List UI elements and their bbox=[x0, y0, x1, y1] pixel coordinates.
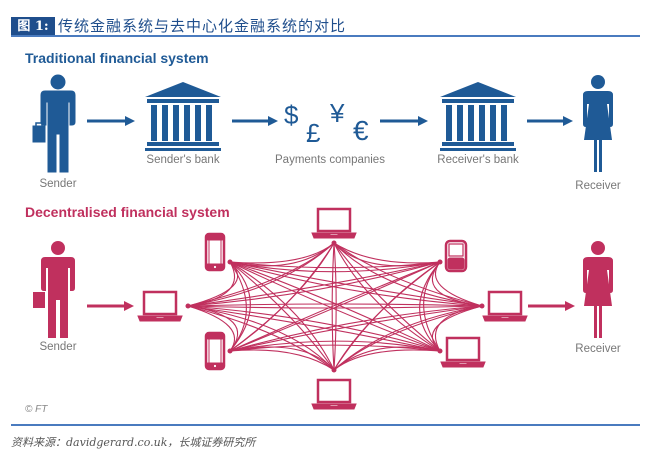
network-link bbox=[229, 346, 335, 371]
network-link bbox=[229, 340, 441, 352]
businesswoman-icon bbox=[583, 241, 613, 338]
network-link bbox=[187, 261, 441, 307]
network-link bbox=[333, 349, 441, 371]
figure-label: 图 1: bbox=[11, 17, 55, 36]
arrow-icon bbox=[527, 116, 573, 126]
network-link bbox=[435, 261, 483, 307]
pound-symbol: £ bbox=[306, 118, 321, 148]
network-node-dot bbox=[227, 348, 233, 354]
dollar-symbol: $ bbox=[284, 100, 299, 130]
network-link bbox=[423, 261, 441, 352]
network-link bbox=[229, 242, 335, 264]
network-link bbox=[229, 261, 251, 352]
copyright-note: © FT bbox=[25, 404, 48, 415]
network-node-dot bbox=[331, 240, 337, 246]
laptop-icon bbox=[481, 290, 529, 323]
network-link bbox=[229, 242, 335, 352]
decentralised-section-title: Decentralised financial system bbox=[25, 204, 230, 220]
network-link bbox=[187, 261, 441, 307]
businessman-icon bbox=[33, 241, 75, 338]
network-link bbox=[333, 242, 441, 264]
traditional-flow: $ £ ¥ € bbox=[32, 74, 613, 173]
network-link bbox=[229, 261, 335, 371]
euro-symbol: € bbox=[353, 115, 369, 146]
smartphone-icon bbox=[204, 232, 226, 272]
network-node-dot bbox=[185, 303, 191, 309]
network-link bbox=[229, 261, 441, 269]
network-devices bbox=[136, 207, 529, 411]
network-link bbox=[229, 261, 441, 352]
network-link bbox=[333, 242, 337, 371]
laptop-icon bbox=[310, 207, 358, 240]
figure-title: 传统金融系统与去中心化金融系统的对比 bbox=[58, 17, 347, 35]
network-link bbox=[333, 261, 441, 371]
network-node-dot bbox=[479, 303, 485, 309]
network-link bbox=[333, 242, 483, 307]
network-mesh bbox=[187, 242, 483, 371]
network-link bbox=[229, 261, 441, 352]
network-link bbox=[333, 305, 483, 371]
dec-receiver-label: Receiver bbox=[575, 343, 621, 355]
arrow-icon bbox=[528, 301, 575, 311]
source-note: 资料来源：davidgerard.co.uk，长城证券研究所 bbox=[11, 436, 256, 449]
network-link bbox=[187, 305, 441, 352]
network-link bbox=[333, 242, 441, 352]
bank-icon bbox=[145, 82, 221, 151]
network-link bbox=[229, 305, 483, 352]
network-link bbox=[229, 261, 335, 371]
senders-bank-label: Sender's bank bbox=[146, 154, 220, 166]
sender-label: Sender bbox=[39, 178, 77, 190]
blackberry-phone-icon bbox=[444, 239, 468, 273]
header-divider bbox=[11, 35, 640, 37]
laptop-icon bbox=[439, 336, 487, 369]
arrow-icon bbox=[87, 301, 134, 311]
laptop-icon bbox=[310, 378, 358, 411]
footer-divider bbox=[11, 424, 640, 426]
receiver-label: Receiver bbox=[575, 180, 621, 192]
yen-symbol: ¥ bbox=[329, 98, 345, 128]
network-link bbox=[229, 305, 483, 352]
network-link bbox=[431, 305, 483, 352]
laptop-icon bbox=[136, 290, 184, 323]
businessman-icon bbox=[32, 74, 76, 173]
network-link bbox=[229, 261, 483, 307]
businesswoman-icon bbox=[583, 75, 613, 172]
payments-companies-label: Payments companies bbox=[275, 154, 385, 166]
smartphone-icon bbox=[204, 331, 226, 371]
network-node-dot bbox=[437, 259, 443, 265]
network-link bbox=[229, 349, 335, 371]
network-node-dot bbox=[227, 259, 233, 265]
network-link bbox=[333, 242, 441, 352]
receivers-bank-label: Receiver's bank bbox=[437, 154, 519, 166]
arrow-icon bbox=[380, 116, 428, 126]
network-node-dot bbox=[331, 367, 337, 373]
traditional-section-title: Traditional financial system bbox=[25, 50, 209, 66]
bank-icon bbox=[440, 82, 516, 151]
decentralised-flow bbox=[33, 207, 613, 411]
currency-symbols-icon: $ £ ¥ € bbox=[284, 98, 369, 148]
network-link bbox=[187, 242, 335, 307]
network-link bbox=[229, 344, 441, 352]
network-link bbox=[435, 305, 483, 352]
network-node-dot bbox=[437, 348, 443, 354]
network-link bbox=[187, 305, 441, 352]
dec-sender-label: Sender bbox=[39, 341, 77, 353]
arrow-icon bbox=[232, 116, 278, 126]
arrow-icon bbox=[87, 116, 135, 126]
network-link bbox=[229, 261, 483, 307]
